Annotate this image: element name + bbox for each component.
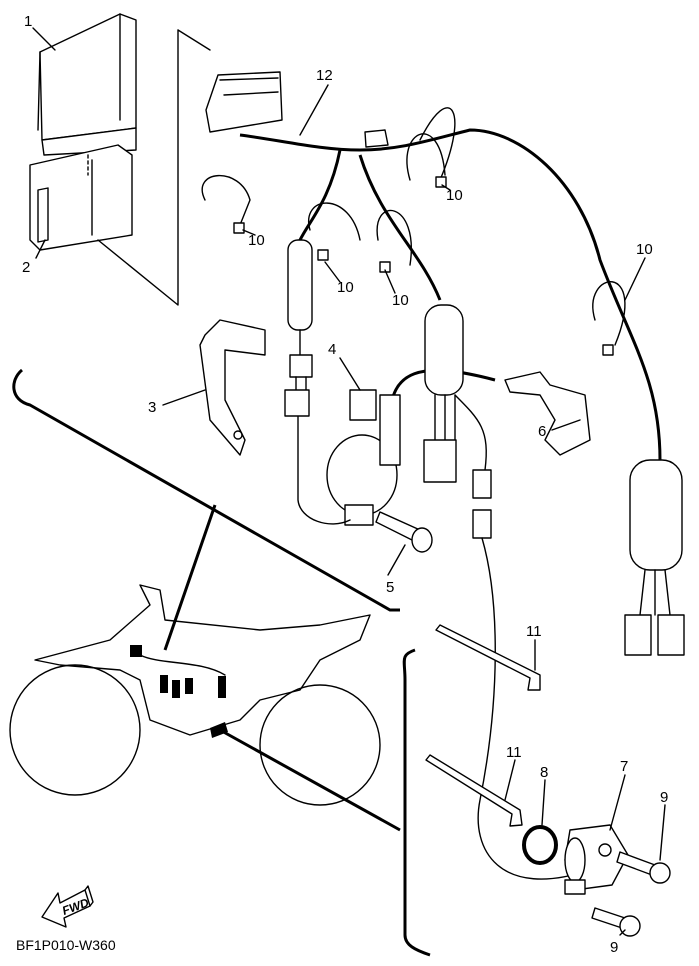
part-2-bracket [29, 144, 133, 251]
callout-8: 8 [540, 764, 548, 781]
part-12-wire-harness [205, 71, 662, 461]
callout-10c: 10 [392, 292, 409, 309]
wire-lead-unit [423, 304, 591, 880]
part-5-bolt [375, 511, 433, 553]
callout-12: 12 [316, 67, 333, 84]
callout-5: 5 [386, 579, 394, 596]
part-9-screws [591, 851, 671, 937]
harness-end-unit [624, 459, 685, 656]
callout-labels: 1 2 3 4 5 6 7 8 9 9 10 10 10 10 10 11 11… [22, 13, 668, 956]
callout-9a: 9 [660, 789, 668, 806]
callout-10b: 10 [337, 279, 354, 296]
motorcycle-location-view [9, 368, 431, 957]
callout-1: 1 [24, 13, 32, 30]
callout-9b: 9 [610, 939, 618, 956]
callout-6: 6 [538, 423, 546, 440]
fwd-arrow-icon: FWD [41, 885, 94, 928]
callout-10d: 10 [446, 187, 463, 204]
part-10-clamps [201, 133, 626, 356]
part-7-sensor [564, 824, 629, 895]
fwd-label: FWD [60, 895, 91, 918]
connector-lead [287, 239, 313, 396]
callout-3: 3 [148, 399, 156, 416]
leader-lines [32, 27, 666, 936]
drawing-code: BF1P010-W360 [16, 937, 116, 953]
callout-11a: 11 [526, 623, 542, 640]
callout-4: 4 [328, 341, 336, 358]
part-8-o-ring [522, 825, 558, 865]
callout-10e: 10 [636, 241, 653, 258]
part-3-bracket [199, 319, 266, 456]
callout-7: 7 [620, 758, 628, 775]
assembly-frame-lines [97, 29, 211, 306]
part-11-cable-ties [425, 624, 541, 827]
callout-10a: 10 [248, 232, 265, 249]
part-4-ignition-coil [284, 368, 496, 526]
part-6-spark-plug-cap [504, 371, 591, 456]
callout-11b: 11 [506, 744, 522, 761]
part-1-cdi-unit [37, 13, 137, 156]
callout-2: 2 [22, 259, 30, 276]
